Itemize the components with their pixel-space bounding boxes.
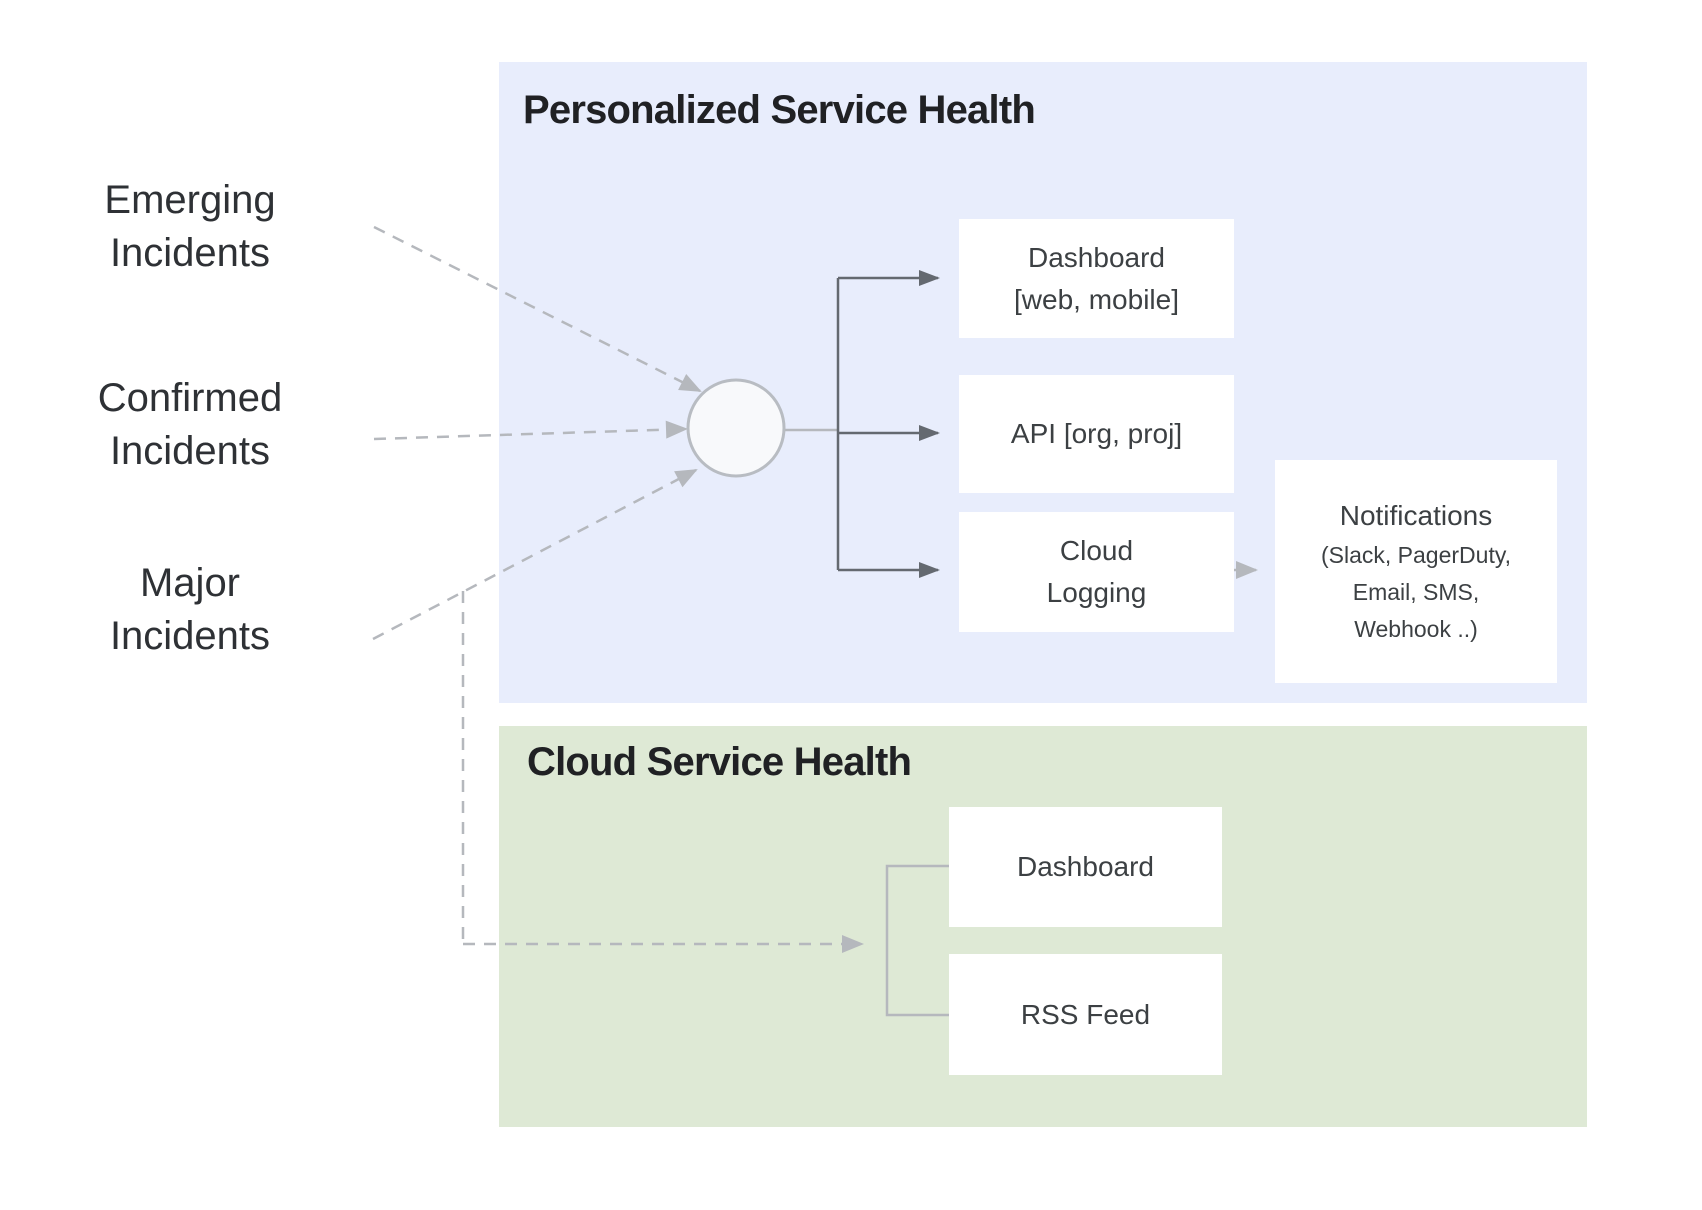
cloud-section-title: Cloud Service Health [527, 740, 912, 784]
label-line: Incidents [109, 614, 271, 658]
personalized-section-title: Personalized Service Health [523, 88, 1036, 132]
notifications-box: Notifications (Slack, PagerDuty, Email, … [1275, 460, 1557, 683]
box-line: Dashboard [1028, 241, 1165, 273]
box-line: RSS Feed [1020, 998, 1151, 1030]
label-emerging-incidents: Emerging Incidents [20, 174, 360, 280]
label-confirmed-incidents: Confirmed Incidents [20, 372, 360, 478]
label-line: Emerging [104, 178, 276, 222]
api-box: API [org, proj] [959, 375, 1234, 493]
label-line: Incidents [109, 231, 271, 275]
cloud-logging-box: Cloud Logging [959, 512, 1234, 632]
box-line: Dashboard [1017, 851, 1154, 882]
cloud-dashboard-box: Dashboard [949, 807, 1222, 927]
label-line: Incidents [109, 429, 271, 473]
box-line: Cloud [1059, 535, 1134, 566]
notifications-title: Notifications [1339, 500, 1493, 531]
notifications-channels-line: Webhook ..) [1354, 616, 1478, 642]
box-line: Logging [1046, 577, 1147, 608]
dashboard-web-mobile-box: Dashboard [web, mobile] [959, 219, 1234, 338]
rss-feed-box: RSS Feed [949, 954, 1222, 1075]
box-line: API [org, proj] [1010, 418, 1183, 449]
notifications-channels-line: (Slack, PagerDuty, [1320, 542, 1512, 568]
notifications-channels-line: Email, SMS, [1352, 579, 1480, 605]
label-line: Major [139, 561, 241, 605]
label-major-incidents: Major Incidents [20, 557, 360, 663]
label-line: Confirmed [97, 376, 283, 420]
box-line: [web, mobile] [1014, 283, 1179, 315]
